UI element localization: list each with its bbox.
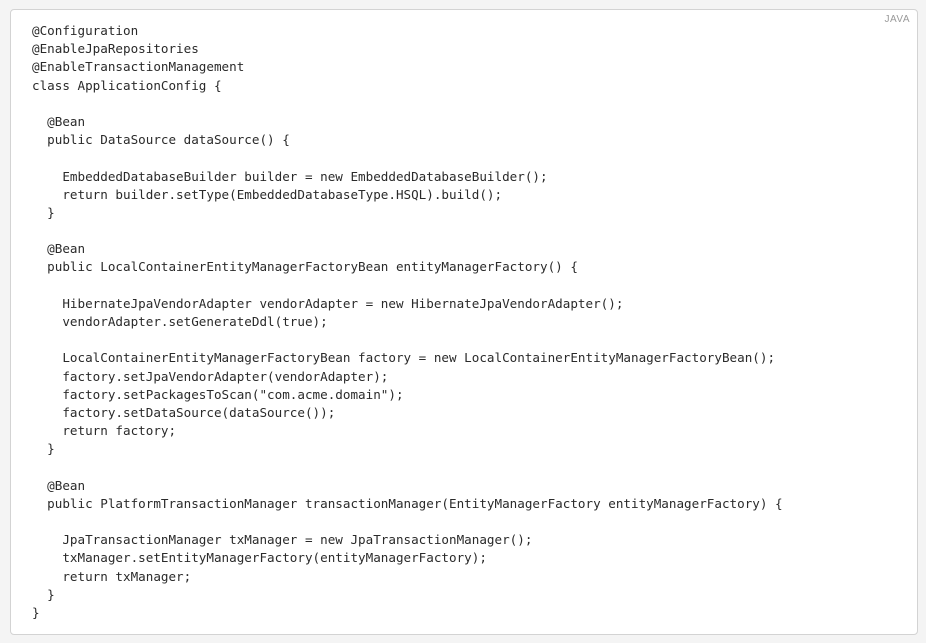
code-line: }: [32, 586, 55, 602]
code-line: EmbeddedDatabaseBuilder builder = new Em…: [32, 168, 548, 184]
code-line: }: [32, 441, 55, 457]
code-line: factory.setPackagesToScan("com.acme.doma…: [32, 386, 404, 402]
code-line: class ApplicationConfig {: [32, 77, 222, 93]
code-line: public PlatformTransactionManager transa…: [32, 495, 783, 511]
code-line: HibernateJpaVendorAdapter vendorAdapter …: [32, 295, 624, 311]
code-line: [32, 95, 783, 113]
code-line: @Bean: [32, 477, 86, 493]
code-line: @Bean: [32, 241, 86, 257]
code-line: [32, 222, 783, 240]
language-label: JAVA: [884, 14, 910, 25]
code-block: JAVA @Configuration @EnableJpaRepositorie…: [10, 9, 918, 635]
code-line: factory.setDataSource(dataSource());: [32, 404, 336, 420]
code-line: @EnableJpaRepositories: [32, 41, 199, 57]
code-line: [32, 149, 783, 167]
code-line: vendorAdapter.setGenerateDdl(true);: [32, 314, 328, 329]
code-line: LocalContainerEntityManagerFactoryBean f…: [32, 350, 776, 366]
code-line: public LocalContainerEntityManagerFactor…: [32, 259, 578, 275]
code-line: return factory;: [32, 423, 177, 439]
code-line: }: [32, 605, 40, 620]
code-line: JpaTransactionManager txManager = new Jp…: [32, 532, 533, 548]
code-content[interactable]: @Configuration @EnableJpaRepositories @Ena…: [32, 22, 783, 622]
code-line: txManager.setEntityManagerFactory(entity…: [32, 550, 487, 566]
code-line: }: [32, 204, 55, 220]
code-line: @Configuration: [32, 23, 139, 38]
code-line: [32, 277, 783, 295]
code-line: @EnableTransactionManagement: [32, 59, 245, 75]
code-line: [32, 459, 783, 477]
code-line: @Bean: [32, 113, 86, 129]
code-line: public DataSource dataSource() {: [32, 132, 290, 148]
code-line: return txManager;: [32, 568, 192, 584]
code-line: return builder.setType(EmbeddedDatabaseT…: [32, 186, 503, 202]
code-line: [32, 513, 783, 531]
code-line: [32, 331, 783, 349]
code-line: factory.setJpaVendorAdapter(vendorAdapte…: [32, 368, 389, 384]
